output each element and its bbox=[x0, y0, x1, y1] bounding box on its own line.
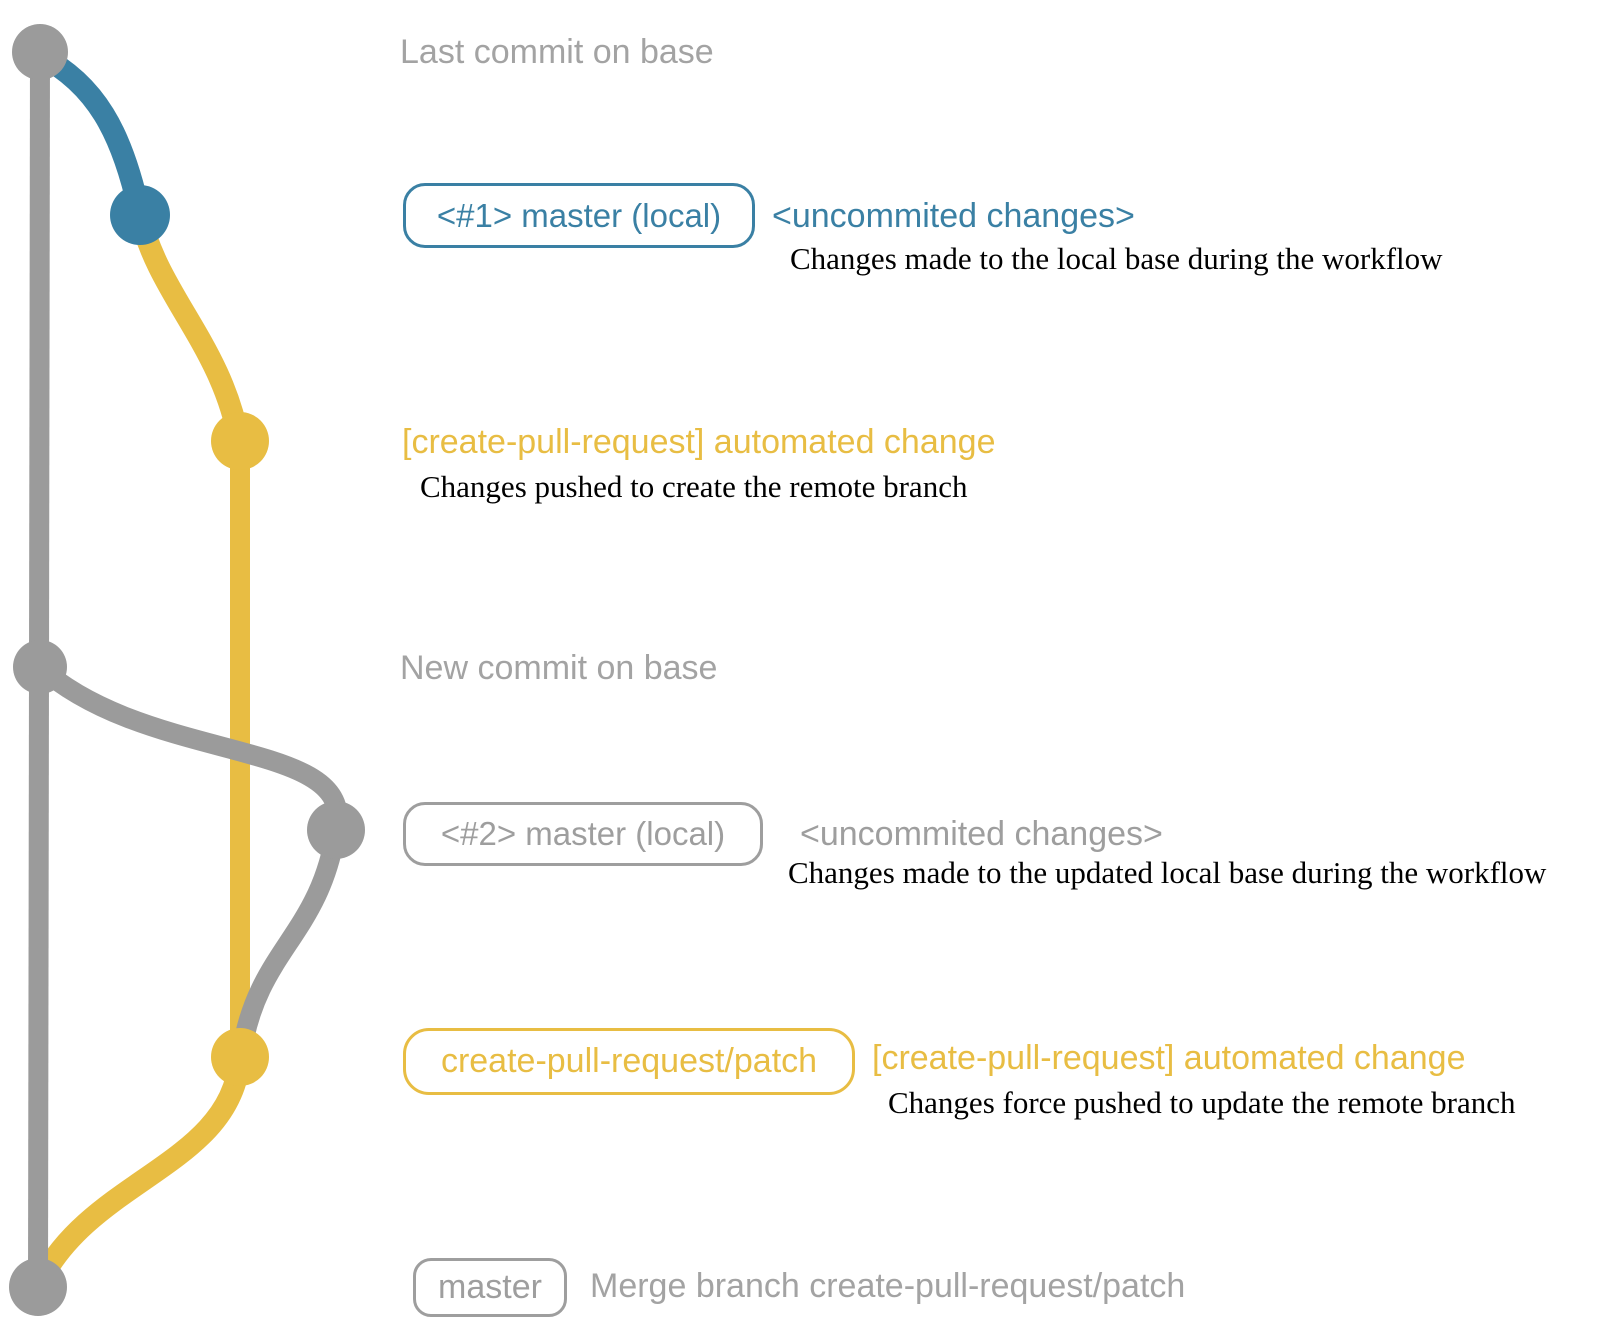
branch-curve-local-2 bbox=[30, 657, 348, 840]
commit-node-last-base bbox=[12, 24, 68, 80]
label-new-commit-on-base: New commit on base bbox=[400, 649, 718, 687]
branch-curve-merge-into-master bbox=[29, 1046, 251, 1293]
branch-curve-push-remote bbox=[129, 204, 250, 452]
note-force-pushed-update-remote: Changes force pushed to update the remot… bbox=[888, 1085, 1516, 1120]
badge-master-local-1: <#1> master (local) bbox=[403, 183, 755, 248]
title-automated-change-1: [create-pull-request] automated change bbox=[402, 423, 996, 461]
commit-node-merge bbox=[9, 1258, 67, 1316]
badge-master-local-2-label: <#2> master (local) bbox=[440, 815, 726, 852]
label-last-commit-on-base: Last commit on base bbox=[400, 33, 714, 71]
commit-node-new-base bbox=[13, 640, 67, 694]
label-merge-branch: Merge branch create-pull-request/patch bbox=[590, 1267, 1186, 1305]
title-uncommited-changes-1: <uncommited changes> bbox=[772, 197, 1135, 235]
commit-node-uncommited-2 bbox=[307, 801, 365, 859]
badge-master: master bbox=[413, 1258, 567, 1317]
note-updated-local-base-changes: Changes made to the updated local base d… bbox=[788, 855, 1547, 890]
title-automated-change-2: [create-pull-request] automated change bbox=[872, 1039, 1466, 1077]
badge-master-label: master bbox=[438, 1268, 542, 1306]
commit-node-uncommited-1 bbox=[110, 185, 170, 245]
badge-create-pull-request-patch-label: create-pull-request/patch bbox=[440, 1042, 818, 1080]
commit-node-automated-change-2 bbox=[211, 1028, 269, 1086]
title-uncommited-changes-2: <uncommited changes> bbox=[800, 815, 1163, 853]
commit-node-automated-change-1 bbox=[211, 412, 269, 470]
branch-curve-force-push bbox=[232, 820, 346, 1060]
badge-master-local-1-label: <#1> master (local) bbox=[436, 196, 722, 234]
badge-create-pull-request-patch: create-pull-request/patch bbox=[403, 1028, 855, 1095]
note-pushed-create-remote: Changes pushed to create the remote bran… bbox=[420, 469, 968, 504]
badge-master-local-2: <#2> master (local) bbox=[403, 802, 763, 866]
note-local-base-changes-1: Changes made to the local base during th… bbox=[790, 241, 1443, 276]
